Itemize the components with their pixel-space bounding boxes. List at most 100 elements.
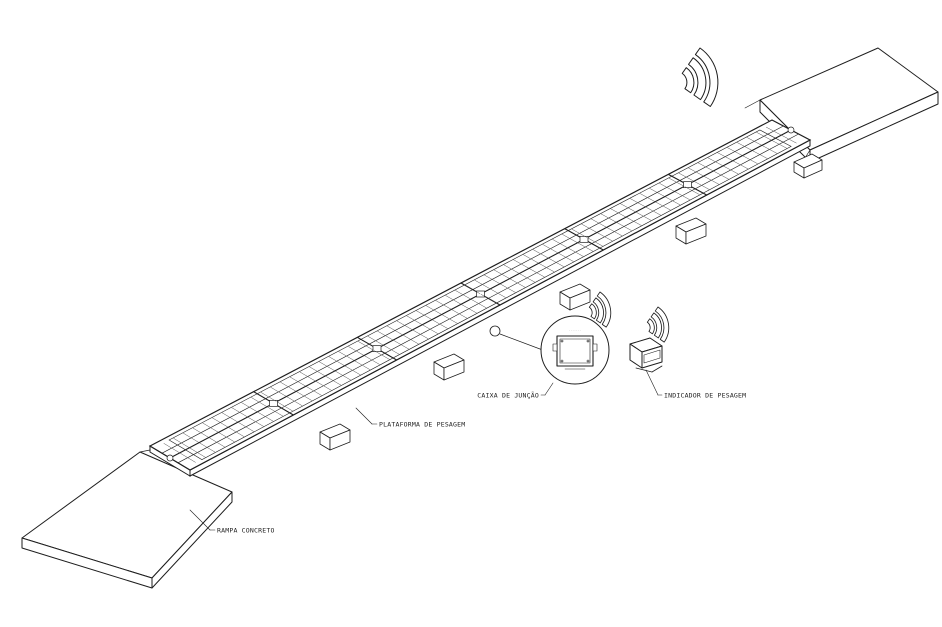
deck-crossbar (337, 361, 345, 366)
deck-crossbar (270, 387, 279, 392)
deck-crossbar (414, 320, 423, 325)
junction-box-icon (552, 335, 598, 370)
deck-crossbar (367, 336, 376, 341)
deck-crossbar (171, 448, 180, 453)
label-caixa-de-juncao: CAIXA DE JUNÇÃO (477, 382, 554, 400)
deck-crossbar (299, 371, 308, 377)
deck-crossbar (579, 233, 587, 238)
deck-crossbar (344, 365, 353, 371)
deck-crossbar (455, 290, 463, 295)
deck-crossbar (231, 407, 240, 413)
deck-crossbar (531, 258, 539, 264)
deck-crossbar (412, 329, 421, 335)
deck-crossbar (490, 288, 498, 294)
foundation-block (793, 153, 823, 179)
deck-crossbar (517, 283, 526, 288)
deck-side-face (189, 139, 811, 477)
deck-crossbar (493, 269, 502, 275)
deck-crossbar (509, 278, 518, 283)
deck-crossbar (352, 370, 361, 376)
deck-crossbar (284, 406, 293, 412)
deck-crossbar (634, 221, 642, 226)
deck-crossbar (595, 241, 603, 247)
label-rampa: RAMPA CONCRETO (189, 509, 274, 535)
deck-crossbar (179, 452, 188, 458)
plataforma-de-pesagem-label: PLATAFORMA DE PESAGEM (379, 421, 465, 429)
deck-crossbar (449, 318, 458, 324)
deck-crossbar (721, 175, 729, 180)
foundation-block (319, 423, 351, 451)
deck-crossbar (484, 274, 492, 280)
deck-crossbar (375, 340, 384, 346)
deck-crossbar (570, 238, 578, 243)
deck-crossbar (571, 228, 580, 234)
weighing-indicator-icon (629, 337, 663, 373)
deck-crossbar (443, 304, 452, 310)
deck-crossbar (343, 375, 351, 381)
deck-crossbar (519, 273, 527, 278)
deck-crossbar (328, 356, 337, 362)
deck-crossbar (744, 146, 752, 151)
deck-crossbar (556, 262, 565, 267)
deck-crossbar (260, 392, 269, 397)
deck-crossbar (163, 443, 172, 449)
deck-crossbar (548, 258, 556, 263)
deck-crossbar (346, 356, 355, 361)
deck-crossbar (440, 324, 448, 329)
deck-crossbar (453, 299, 461, 305)
deck-crossbar (697, 162, 706, 167)
deck-crossbar (296, 391, 304, 396)
deck-crossbar (411, 339, 419, 345)
deck-crossbar (463, 294, 471, 300)
deck-crossbar (628, 207, 636, 212)
deck-crossbar (259, 402, 267, 407)
deck-crossbar (405, 325, 413, 330)
deck-crossbar (323, 385, 332, 391)
deck-crossbar (760, 154, 768, 159)
deck-crossbar (277, 401, 285, 407)
deck-crossbar (599, 223, 607, 228)
deck-crossbar (192, 427, 201, 433)
deck-crossbar (645, 206, 653, 212)
deck-crossbar (255, 421, 264, 427)
deck-crossbar (733, 160, 741, 165)
deck-crossbar (391, 349, 400, 355)
deck-crossbar (377, 330, 386, 336)
deck-crossbar (307, 376, 316, 382)
deck-crossbar (249, 407, 258, 412)
deck-crossbar (286, 396, 295, 402)
deck-crossbar (374, 350, 382, 355)
deck-crossbar (558, 253, 566, 258)
deck-crossbar (482, 284, 490, 289)
label-indicador: INDICADOR DE PESAGEM (645, 369, 746, 400)
deck-crossbar (338, 351, 347, 357)
deck-crossbar (306, 386, 314, 391)
deck-crossbar (469, 308, 477, 314)
deck-crossbar (228, 427, 236, 432)
svg-text:· · · · · · ·: · · · · · · · (569, 328, 581, 332)
weighing-platform (148, 119, 812, 477)
deck-crossbar (488, 298, 497, 303)
deck-crossbar (278, 391, 287, 397)
deck-crossbar (655, 201, 663, 206)
deck-crossbar (638, 202, 646, 207)
deck-crossbar (191, 437, 199, 443)
deck-crossbar (498, 293, 506, 298)
deck-crossbar (771, 140, 779, 145)
deck-crossbar (315, 381, 324, 386)
deck-crossbar (552, 239, 560, 244)
deck-crossbar (789, 139, 797, 144)
deck-crossbar (210, 427, 219, 433)
deck-crossbar (587, 237, 595, 242)
deck-crossbar (201, 432, 209, 438)
load-cell (372, 345, 382, 353)
deck-crossbar (643, 216, 652, 221)
deck-crossbar (686, 177, 694, 182)
deck-crossbar (356, 350, 364, 356)
deck-crossbar (756, 132, 764, 137)
deck-crossbar (532, 249, 541, 254)
deck-crossbar (420, 334, 429, 340)
deck-crossbar (269, 397, 277, 402)
deck-crossbar (713, 171, 721, 176)
deck-crossbar (538, 263, 547, 268)
